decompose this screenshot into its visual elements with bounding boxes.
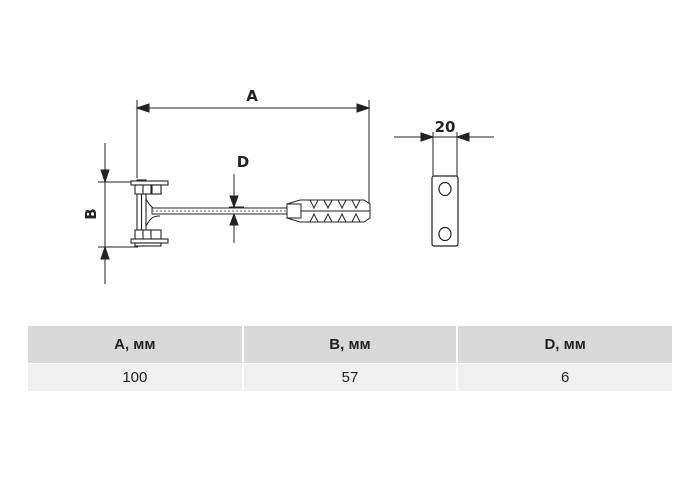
header-a: A, мм bbox=[28, 326, 243, 364]
table-header-row: A, мм B, мм D, мм bbox=[28, 326, 672, 364]
dimensions-table: A, мм B, мм D, мм 100 57 6 bbox=[28, 326, 672, 391]
dim-width-label: 20 bbox=[435, 118, 456, 136]
table-row: 100 57 6 bbox=[28, 363, 672, 391]
threaded-rod bbox=[151, 207, 303, 215]
wall-plug bbox=[286, 199, 371, 223]
header-b: B, мм bbox=[241, 326, 458, 364]
technical-drawing: A B D 20 bbox=[82, 87, 494, 284]
dimension-width bbox=[394, 132, 494, 176]
cell-d-value: 6 bbox=[456, 363, 672, 391]
dimension-b bbox=[98, 143, 138, 284]
dim-a-label: A bbox=[246, 87, 258, 105]
clamp-side-view bbox=[130, 179, 169, 247]
dim-d-label: D bbox=[237, 153, 249, 171]
header-d: D, мм bbox=[456, 326, 672, 364]
dim-b-label: B bbox=[82, 208, 100, 219]
dimension-a bbox=[135, 100, 371, 212]
cell-b-value: 57 bbox=[241, 363, 458, 391]
clamp-front-view bbox=[431, 175, 459, 247]
cell-a-value: 100 bbox=[28, 363, 243, 391]
